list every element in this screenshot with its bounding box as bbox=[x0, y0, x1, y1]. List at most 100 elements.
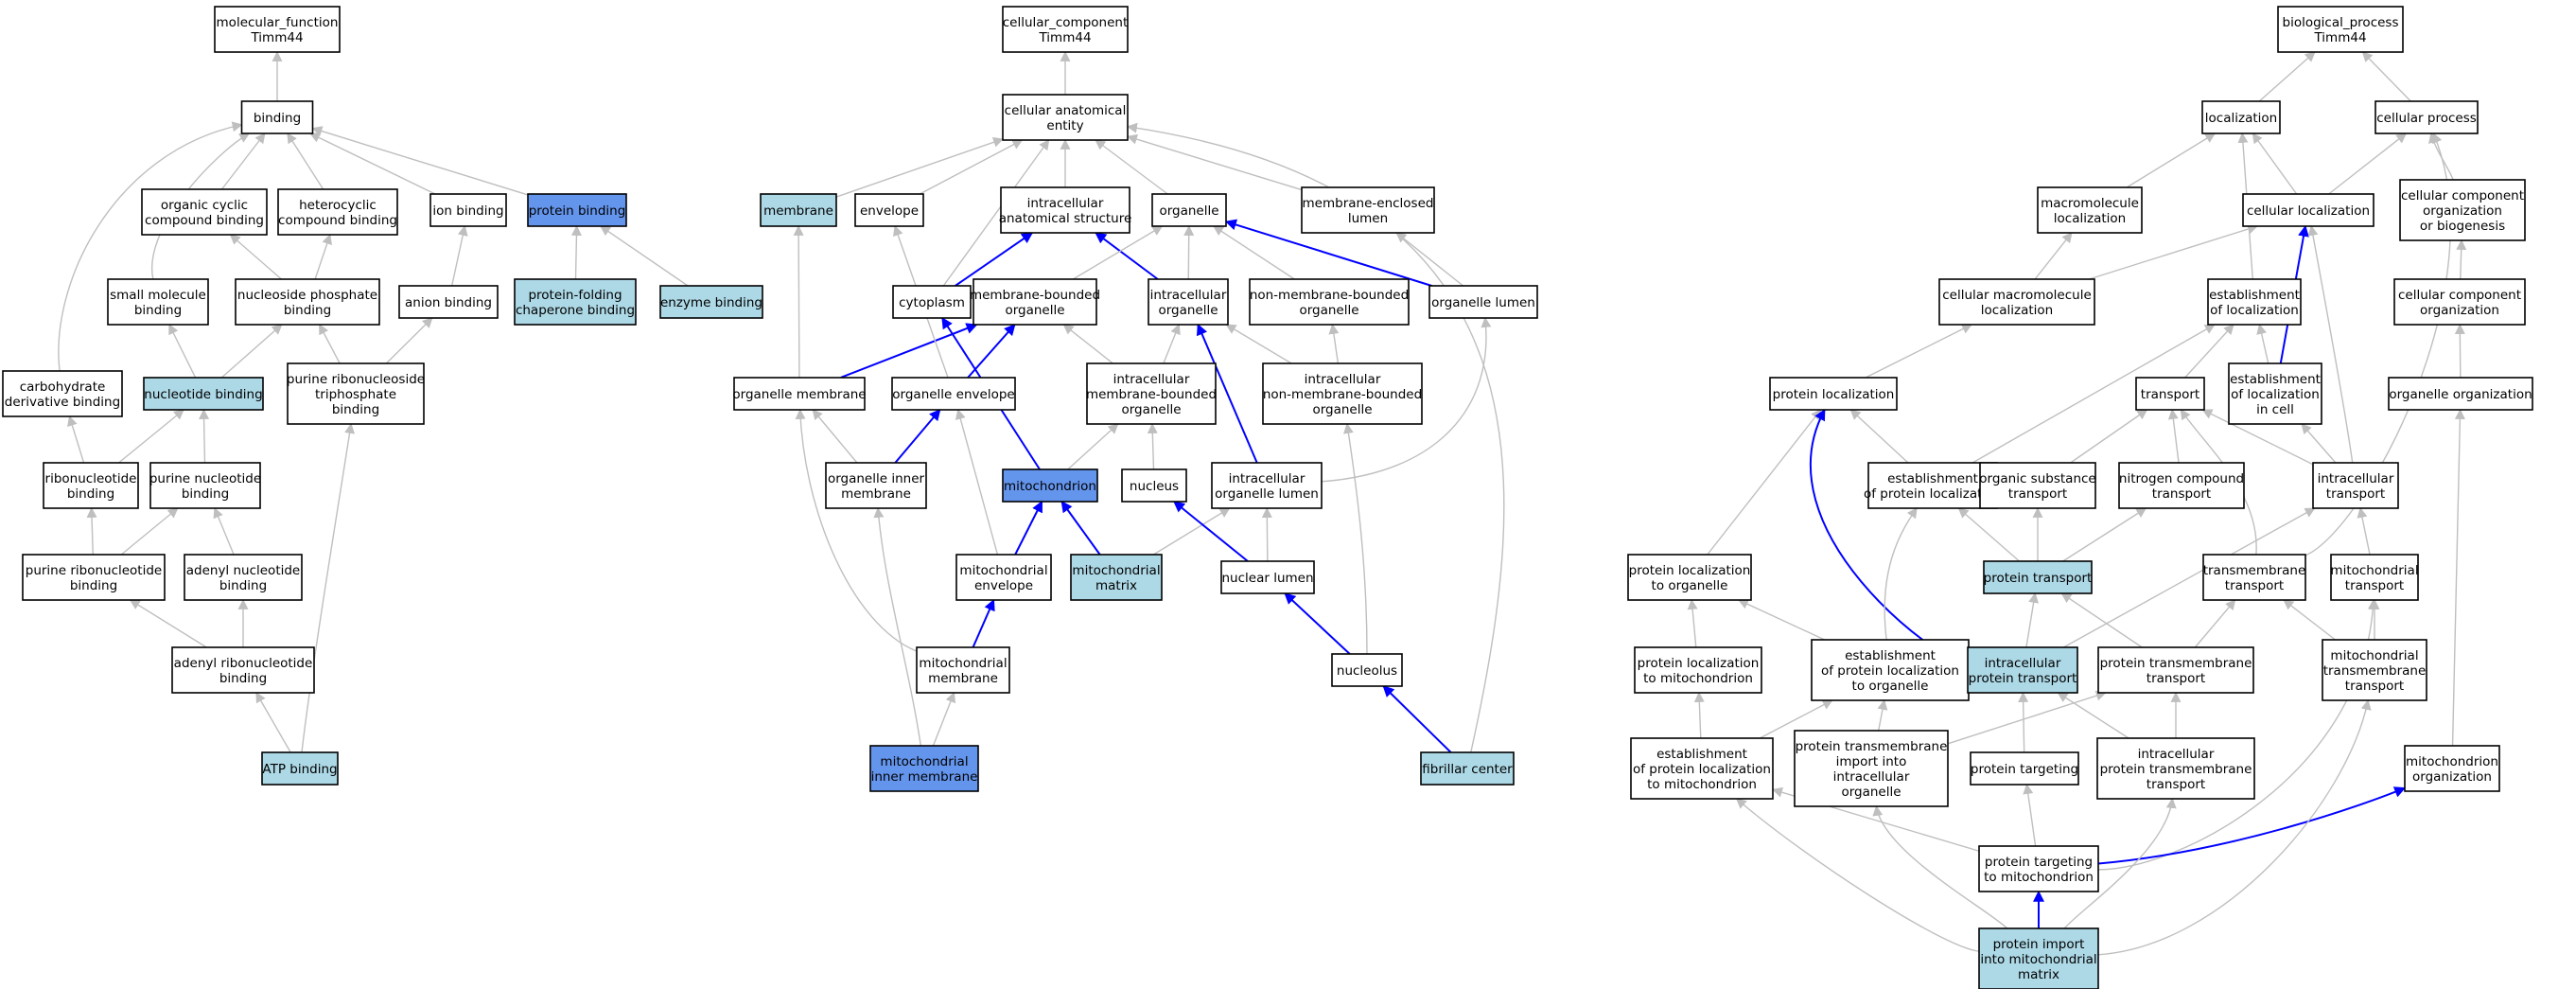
go-term-node-atp: ATP binding bbox=[261, 751, 339, 786]
node-label-line: mitochondrion bbox=[2406, 754, 2498, 769]
node-label-line: intracellular bbox=[1150, 288, 1227, 303]
is-a-edge-adnb-to-pnb bbox=[213, 506, 235, 556]
node-box bbox=[2202, 554, 2306, 601]
go-term-node-organelle: organelle bbox=[1151, 193, 1227, 227]
node-label-line: membrane bbox=[841, 486, 911, 502]
node-box bbox=[1769, 377, 1898, 411]
node-label-line: derivative binding bbox=[5, 395, 120, 410]
node-label-line: ion binding bbox=[432, 203, 503, 219]
node-box bbox=[2388, 377, 2533, 411]
node-box bbox=[1086, 362, 1217, 425]
is-a-edge-eplm-to-eplo bbox=[1759, 699, 1833, 739]
is-a-edge-pimm-to-eplm bbox=[1735, 798, 1980, 952]
node-label-line: fibrillar center bbox=[1422, 762, 1513, 777]
is-a-edge-atp-to-arb bbox=[255, 692, 291, 753]
node-label-line: organization bbox=[2423, 203, 2502, 219]
node-label-line: organelle bbox=[1005, 303, 1064, 318]
node-label-line: protein transmembrane bbox=[1796, 739, 1948, 754]
node-label-line: intracellular bbox=[1229, 471, 1306, 486]
is-a-edge-mim-to-oim bbox=[873, 506, 922, 747]
go-term-node-binding: binding bbox=[240, 100, 314, 134]
node-label-line: organelle envelope bbox=[892, 387, 1014, 402]
node-label-line: protein localization bbox=[1629, 563, 1751, 578]
node-label-line: organization bbox=[2420, 303, 2499, 318]
node-label-line: transport bbox=[2326, 486, 2385, 502]
is-a-edge-ribb-to-nucb bbox=[118, 409, 184, 464]
is-a-edge-inmbo-to-nmbo bbox=[1328, 323, 1340, 364]
node-label-line: mitochondrial bbox=[880, 754, 968, 769]
node-label-line: of protein localization bbox=[1633, 762, 1771, 777]
is-a-edge-nucleolus-to-inmbo bbox=[1342, 422, 1368, 655]
node-label-line: binding bbox=[182, 486, 229, 502]
is-a-edge-ptiio-to-eplo bbox=[1877, 698, 1888, 732]
node-label-line: intracellular bbox=[1833, 769, 1910, 785]
node-box bbox=[1630, 737, 1774, 800]
is-a-edge-ipt-to-it bbox=[2062, 507, 2316, 648]
node-label-line: mitochondrial bbox=[959, 563, 1047, 578]
node-box bbox=[1811, 639, 1970, 701]
is-a-edge-pntb-to-npb bbox=[318, 324, 341, 364]
node-label-line: membrane-bounded bbox=[1086, 387, 1217, 402]
go-term-node-enzb: enzyme binding bbox=[659, 285, 763, 319]
node-box bbox=[1002, 468, 1098, 503]
node-label-line: carbohydrate bbox=[20, 380, 106, 395]
is-a-edge-ml-to-loc bbox=[2126, 132, 2217, 188]
node-box bbox=[171, 646, 315, 694]
node-label-line: cellular component bbox=[2401, 188, 2524, 203]
is-a-edge-plm-to-plo bbox=[1687, 598, 1698, 648]
node-label-line: membrane bbox=[928, 671, 998, 686]
node-box bbox=[955, 554, 1052, 601]
go-term-node-membrane: membrane bbox=[760, 193, 837, 227]
go-term-node-om: organelle membrane bbox=[732, 377, 867, 411]
node-label-line: anatomical structure bbox=[999, 211, 1132, 226]
is-a-edge-ol-to-mel bbox=[1395, 232, 1464, 287]
node-box bbox=[398, 285, 499, 319]
go-term-node-mito: mitochondrion bbox=[1002, 468, 1098, 503]
node-label-line: Timm44 bbox=[1038, 30, 1091, 45]
is-a-edge-oorg-to-cco bbox=[2454, 323, 2465, 379]
node-label-line: Timm44 bbox=[250, 30, 303, 45]
node-box bbox=[1970, 751, 2079, 786]
node-box bbox=[1151, 193, 1227, 227]
node-box bbox=[2399, 179, 2526, 241]
node-box bbox=[760, 193, 837, 227]
node-box bbox=[1220, 560, 1315, 594]
node-label-line: mitochondrial bbox=[919, 656, 1007, 671]
node-label-line: cellular component bbox=[2398, 288, 2521, 303]
go-term-node-anb: anion binding bbox=[398, 285, 499, 319]
is-a-edge-ionb-to-binding bbox=[309, 132, 436, 195]
node-label-line: protein-folding bbox=[528, 288, 622, 303]
node-box bbox=[2, 370, 123, 417]
is-a-edge-atp-to-pntb bbox=[301, 422, 356, 753]
is-a-edge-prb-to-pnb bbox=[120, 507, 179, 556]
node-box bbox=[107, 278, 209, 326]
node-label-line: intracellular bbox=[2138, 747, 2215, 762]
node-label-line: biological_process bbox=[2283, 15, 2399, 30]
node-label-line: envelope bbox=[974, 578, 1033, 593]
node-label-line: heterocyclic bbox=[299, 198, 377, 213]
node-label-line: matrix bbox=[2018, 967, 2059, 982]
node-box bbox=[1420, 751, 1515, 786]
node-label-line: of localization bbox=[2231, 387, 2320, 402]
node-box bbox=[1978, 927, 2099, 989]
node-label-line: establishment bbox=[1656, 747, 1747, 762]
node-label-line: ribonucleotide bbox=[45, 471, 137, 486]
node-label-line: compound binding bbox=[278, 213, 397, 228]
node-box bbox=[2393, 278, 2526, 326]
is-a-edge-pnb-to-nucb bbox=[199, 408, 210, 464]
node-box bbox=[184, 554, 303, 601]
node-label-line: transmembrane bbox=[2323, 663, 2427, 679]
is-a-edge-pimm-to-ptiio bbox=[1872, 804, 2008, 929]
node-box bbox=[141, 188, 268, 236]
